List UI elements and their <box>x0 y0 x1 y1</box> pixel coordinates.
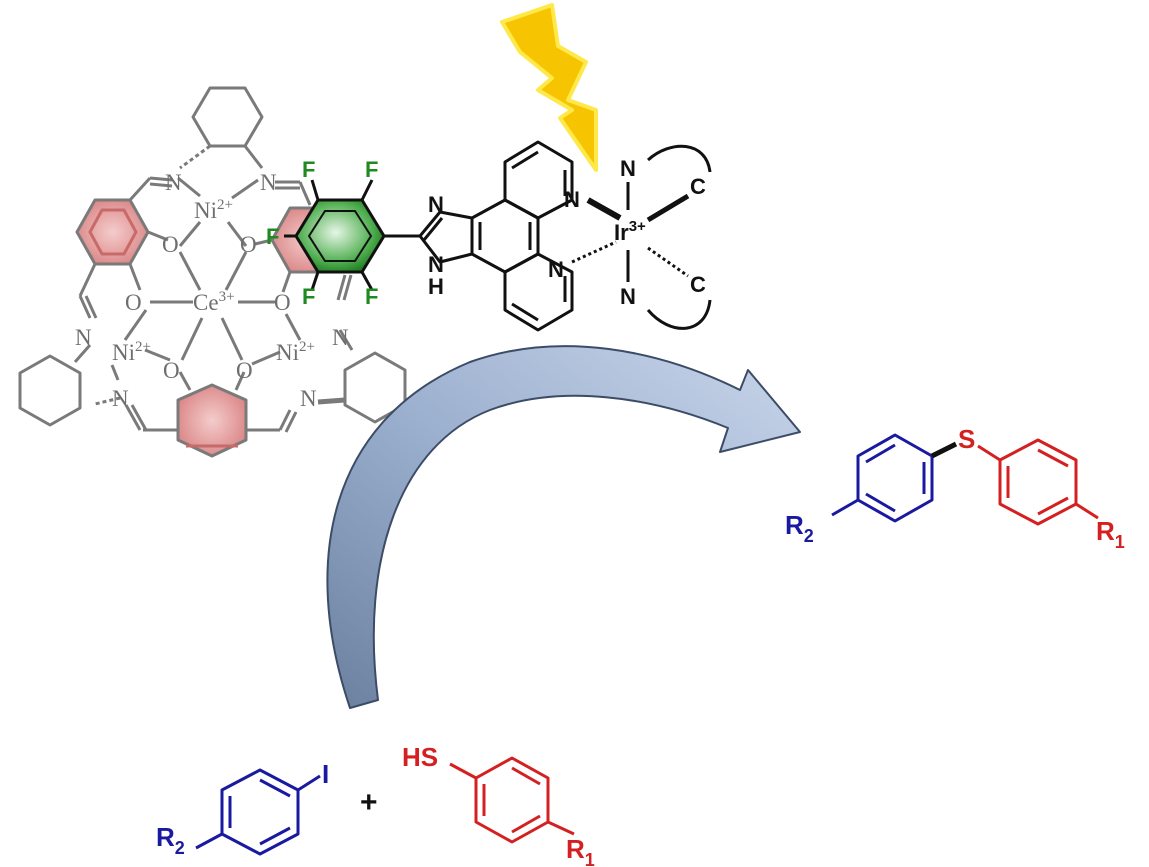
thiol-group: HS <box>402 742 438 772</box>
product-diaryl-sulfide: S R2 R1 <box>785 424 1125 552</box>
atom-i: I <box>322 759 329 789</box>
atom-f: F <box>302 284 315 309</box>
atom-n: N <box>260 170 277 195</box>
atom-n: N <box>564 187 580 212</box>
atom-n: N <box>165 170 182 195</box>
reactant-aryl-iodide: I R2 <box>156 759 329 858</box>
atom-n: N <box>75 325 92 350</box>
atom-o: O <box>162 232 179 257</box>
tetrafluorophenyl-ring: F F F F F <box>266 157 420 309</box>
atom-n: N <box>112 386 129 411</box>
atom-o: O <box>274 290 291 315</box>
atom-o: O <box>125 290 142 315</box>
cyclohexane-ring-left <box>18 354 82 427</box>
atom-ni-right: Ni2+ <box>276 339 315 365</box>
macrocycle-ligand <box>18 86 407 458</box>
atom-o: O <box>240 232 257 257</box>
plus-sign: + <box>360 786 378 819</box>
atom-n: N <box>300 386 317 411</box>
phenanthroline-ligand <box>418 140 574 332</box>
substituent-r2: R2 <box>785 510 814 546</box>
atom-o: O <box>236 358 253 383</box>
atom-f: F <box>302 157 315 182</box>
atom-n: N <box>548 257 564 282</box>
atom-ce: Ce3+ <box>193 289 235 315</box>
curved-reaction-arrow-icon <box>326 345 801 709</box>
atom-s: S <box>958 424 975 454</box>
atom-f: F <box>365 157 378 182</box>
atom-n: N <box>428 252 444 277</box>
macrocycle-labels: N N Ni2+ O O O O Ce3+ N N Ni2+ Ni2+ O O … <box>75 170 349 411</box>
phenanthroline-labels: N N H N N <box>428 187 580 299</box>
atom-h: H <box>428 274 444 299</box>
lightning-bolt-icon <box>500 3 598 172</box>
atom-ni-top: Ni2+ <box>194 197 233 223</box>
atom-f: F <box>365 284 378 309</box>
atom-c: C <box>690 272 706 297</box>
atom-f: F <box>266 224 279 249</box>
reactant-thiophenol: HS R1 <box>402 742 595 867</box>
substituent-r1: R1 <box>566 834 595 867</box>
iridium-center: Ir3+ N N C C <box>571 144 712 330</box>
substituent-r1: R1 <box>1096 516 1125 552</box>
substituent-r2: R2 <box>156 822 185 858</box>
atom-n: N <box>620 156 636 181</box>
atom-n: N <box>620 284 636 309</box>
atom-o: O <box>163 358 180 383</box>
atom-ir: Ir3+ <box>614 218 646 245</box>
cyclohexane-ring-top <box>191 86 264 148</box>
atom-n: N <box>428 192 444 217</box>
atom-ni-left: Ni2+ <box>112 339 151 365</box>
atom-c: C <box>690 174 706 199</box>
atom-n: N <box>332 325 349 350</box>
aryl-ring-bottom <box>176 383 248 458</box>
